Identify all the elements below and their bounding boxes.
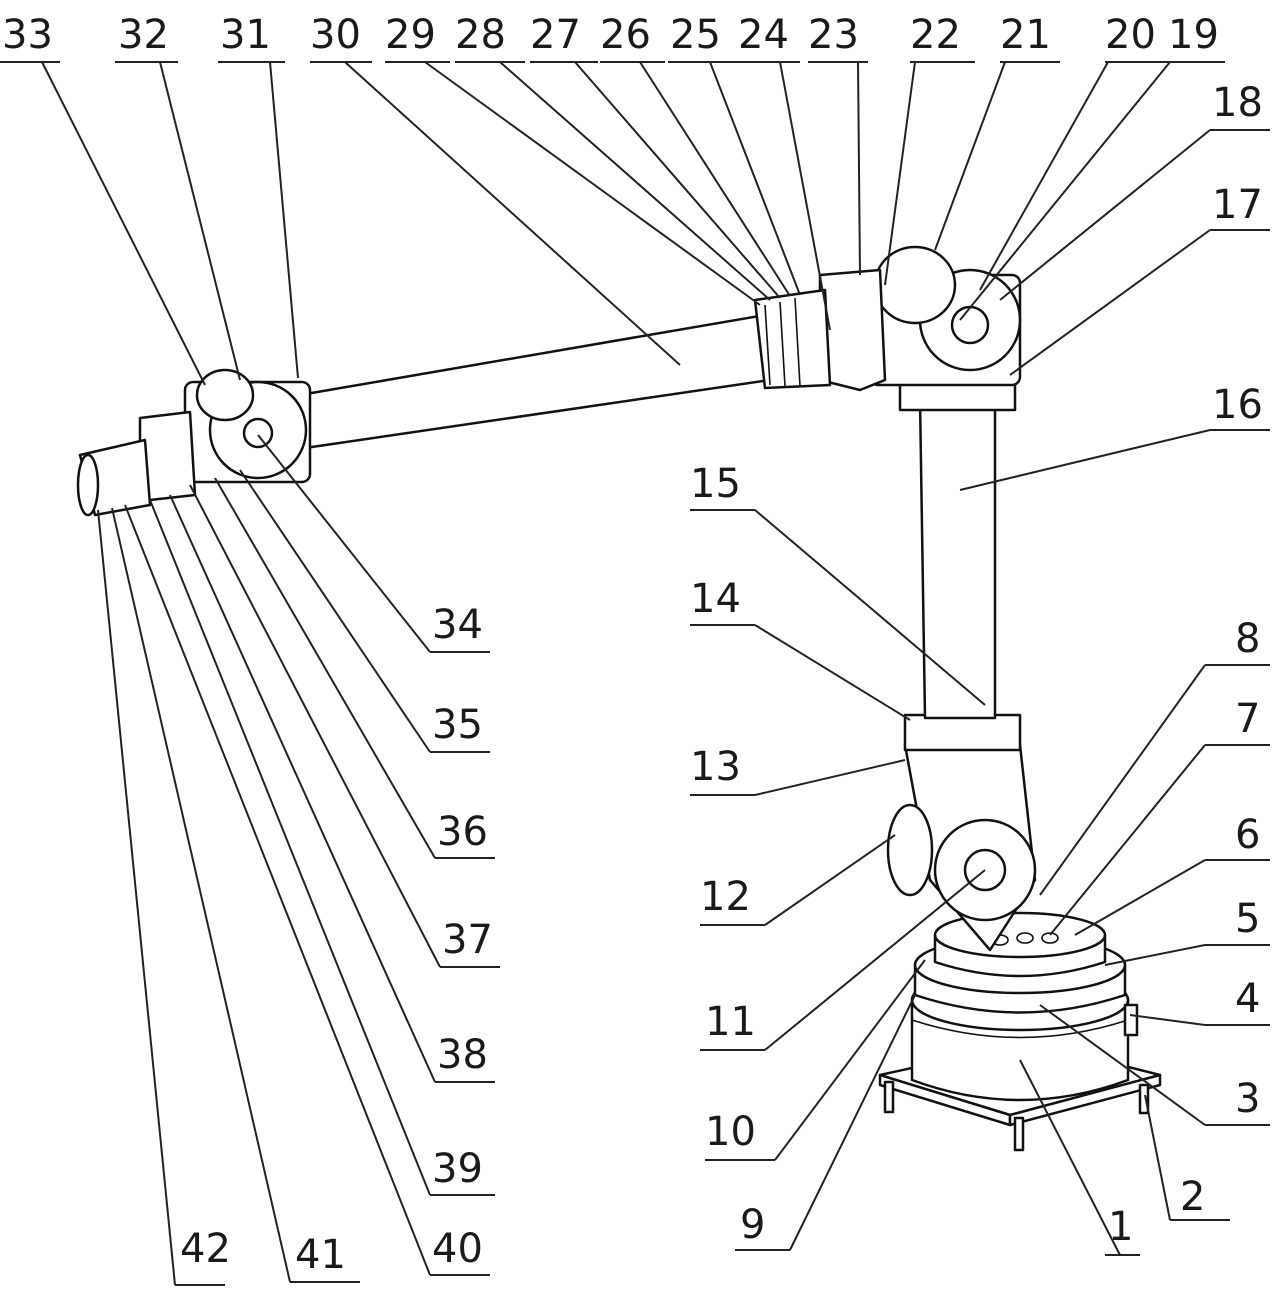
label-6: 6 [1235,812,1260,858]
label-19: 19 [1168,12,1219,58]
label-12: 12 [700,874,751,920]
turntable [915,913,1125,1013]
label-35: 35 [432,702,483,748]
label-11: 11 [705,999,756,1045]
label-36: 36 [437,809,488,855]
label-38: 38 [437,1032,488,1078]
label-17: 17 [1212,182,1263,228]
label-2: 2 [1180,1174,1205,1220]
label-13: 13 [690,744,741,790]
label-3: 3 [1235,1076,1260,1122]
wrist-joint [140,370,310,500]
label-22: 22 [910,12,961,58]
label-23: 23 [808,12,859,58]
label-18: 18 [1212,80,1263,126]
label-10: 10 [705,1109,756,1155]
label-30: 30 [310,12,361,58]
label-9: 9 [740,1202,765,1248]
label-4: 4 [1235,976,1260,1022]
elbow-joint [820,247,1020,390]
label-1: 1 [1108,1204,1133,1250]
label-42: 42 [180,1226,231,1272]
label-5: 5 [1235,896,1260,942]
label-28: 28 [455,12,506,58]
label-34: 34 [432,602,483,648]
label-16: 16 [1212,382,1263,428]
end-effector [78,440,150,515]
label-15: 15 [690,461,741,507]
label-20: 20 [1105,12,1156,58]
label-29: 29 [385,12,436,58]
label-37: 37 [442,917,493,963]
label-21: 21 [1000,12,1051,58]
shoulder-joint [888,715,1035,950]
label-40: 40 [432,1226,483,1272]
label-25: 25 [670,12,721,58]
label-14: 14 [690,576,741,622]
label-33: 33 [2,12,53,58]
label-8: 8 [1235,616,1260,662]
upper-arm [900,380,1015,718]
label-24: 24 [738,12,789,58]
label-41: 41 [295,1232,346,1278]
label-32: 32 [118,12,169,58]
label-26: 26 [600,12,651,58]
label-31: 31 [220,12,271,58]
forearm [300,290,830,448]
label-7: 7 [1235,696,1260,742]
label-39: 39 [432,1146,483,1192]
label-27: 27 [530,12,581,58]
